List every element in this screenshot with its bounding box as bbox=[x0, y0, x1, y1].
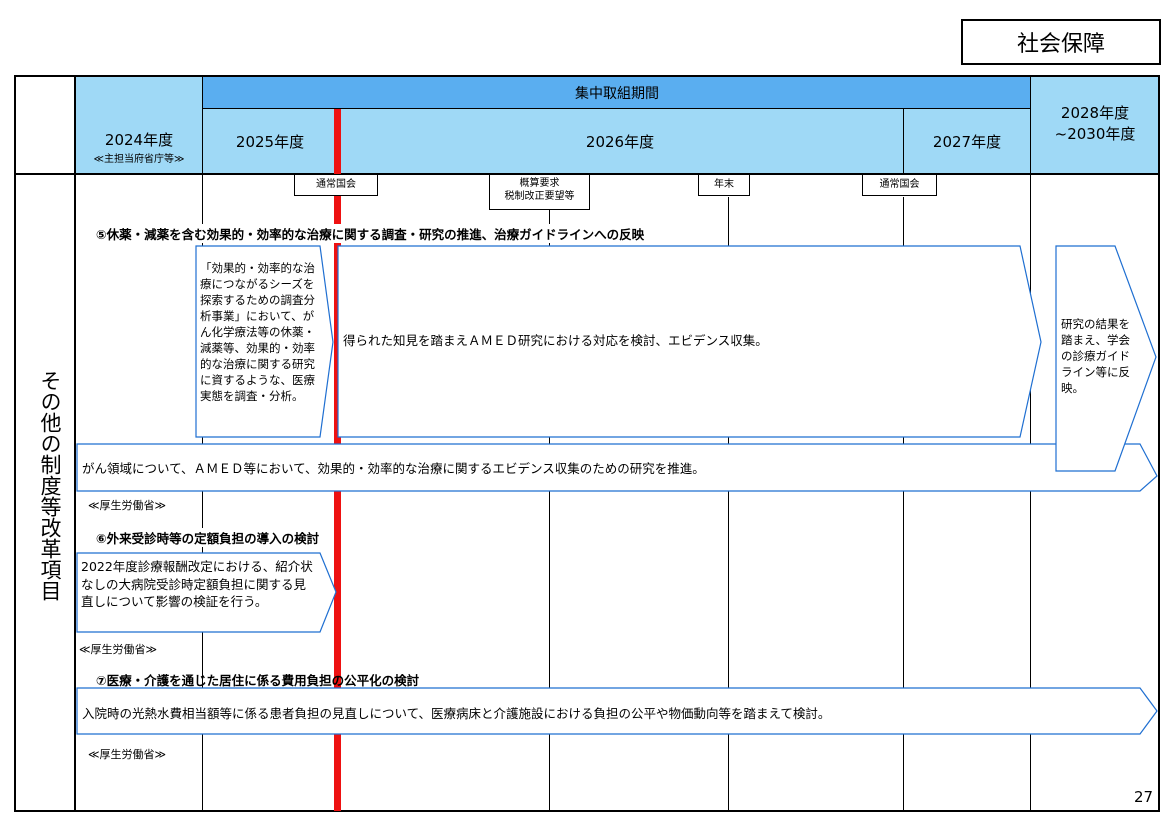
item5-amed-text: 得られた知見を踏まえＡＭＥＤ研究における対応を検討、エビデンス収集。 bbox=[343, 333, 768, 348]
milestone-diet-2: 通常国会 bbox=[862, 174, 937, 196]
focus-period-label: 集中取組期間 bbox=[575, 85, 659, 102]
item6-title: ⑥外来受診時等の定額負担の導入の検討 bbox=[96, 528, 320, 547]
fy2024-label: 2024年度 bbox=[104, 131, 174, 149]
arrow-cancer-shape bbox=[76, 443, 1158, 492]
header-fy2027: 2027年度 bbox=[903, 109, 1031, 174]
table-outer-border bbox=[14, 75, 1160, 812]
guide-line-903 bbox=[903, 197, 904, 811]
fy2030-label: ~2030年度 bbox=[1054, 125, 1136, 143]
col-line-903 bbox=[903, 109, 904, 174]
header-fy2025: 2025年度 bbox=[203, 109, 337, 174]
fy2028-label: 2028年度 bbox=[1060, 104, 1130, 122]
arrow-amed-shape bbox=[337, 245, 1042, 438]
arrow-guideline-shape bbox=[1055, 245, 1157, 472]
page-number: 27 bbox=[1134, 788, 1154, 806]
category-label: 社会保障 bbox=[1016, 32, 1105, 57]
item5-survey-text: 「効果的・効率的な治療につながるシーズを探索するための調査分析事業」において、が… bbox=[200, 261, 315, 403]
fy2027-label: 2027年度 bbox=[932, 133, 1002, 151]
category-label-box: 社会保障 bbox=[961, 19, 1161, 65]
item6-text: 2022年度診療報酬改定における、紹介状なしの大病院受診時定額負担に関する見直し… bbox=[81, 559, 313, 609]
milestone-budget-request: 概算要求 税制改正要望等 bbox=[489, 174, 590, 210]
fy2026-label: 2026年度 bbox=[585, 133, 655, 151]
header-fy2024: 2024年度 ≪主担当府省庁等≫ bbox=[75, 76, 203, 174]
item5-cancer-text: がん領域について、ＡＭＥＤ等において、効果的・効率的な治療に関するエビデンス収集… bbox=[82, 461, 705, 476]
item5-guideline-text: 研究の結果を踏まえ、学会の診療ガイドライン等に反映。 bbox=[1061, 317, 1130, 395]
header-fy2028: 2028年度 ~2030年度 bbox=[1031, 76, 1159, 174]
item5-title: ⑤休薬・減薬を含む効果的・効率的な治療に関する調査・研究の推進、治療ガイドライン… bbox=[96, 224, 645, 243]
item7-text: 入院時の光熱水費相当額等に係る患者負担の見直しについて、医療病床と介護施設におけ… bbox=[82, 706, 831, 721]
col-line-75 bbox=[74, 76, 76, 812]
header-focus-period: 集中取組期間 bbox=[203, 76, 1031, 109]
item5-ministry: ≪厚生労働省≫ bbox=[88, 497, 167, 513]
guide-line-728 bbox=[728, 197, 729, 811]
header-left-blank bbox=[14, 76, 75, 174]
fy2025-label: 2025年度 bbox=[235, 133, 305, 151]
arrow-item6-shape bbox=[76, 552, 337, 633]
fy2024-sub: ≪主担当府省庁等≫ bbox=[93, 154, 185, 165]
budget-request-line2: 税制改正要望等 bbox=[504, 191, 575, 202]
item7-ministry: ≪厚生労働省≫ bbox=[88, 746, 167, 762]
guide-line-550 bbox=[549, 205, 550, 811]
header-fy2026: 2026年度 bbox=[337, 109, 903, 174]
arrow-item7-shape bbox=[76, 687, 1158, 735]
milestone-diet-1: 通常国会 bbox=[294, 174, 378, 196]
budget-request-line1: 概算要求 bbox=[519, 178, 560, 189]
arrow-survey-shape bbox=[195, 245, 334, 438]
side-label: その他の制度等改革項目 bbox=[38, 370, 62, 601]
focus-period-bottom-line bbox=[203, 108, 1031, 109]
milestone-year-end: 年末 bbox=[698, 174, 750, 196]
item6-ministry: ≪厚生労働省≫ bbox=[79, 641, 158, 657]
item7-title: ⑦医療・介護を通じた居住に係る費用負担の公平化の検討 bbox=[96, 673, 420, 688]
